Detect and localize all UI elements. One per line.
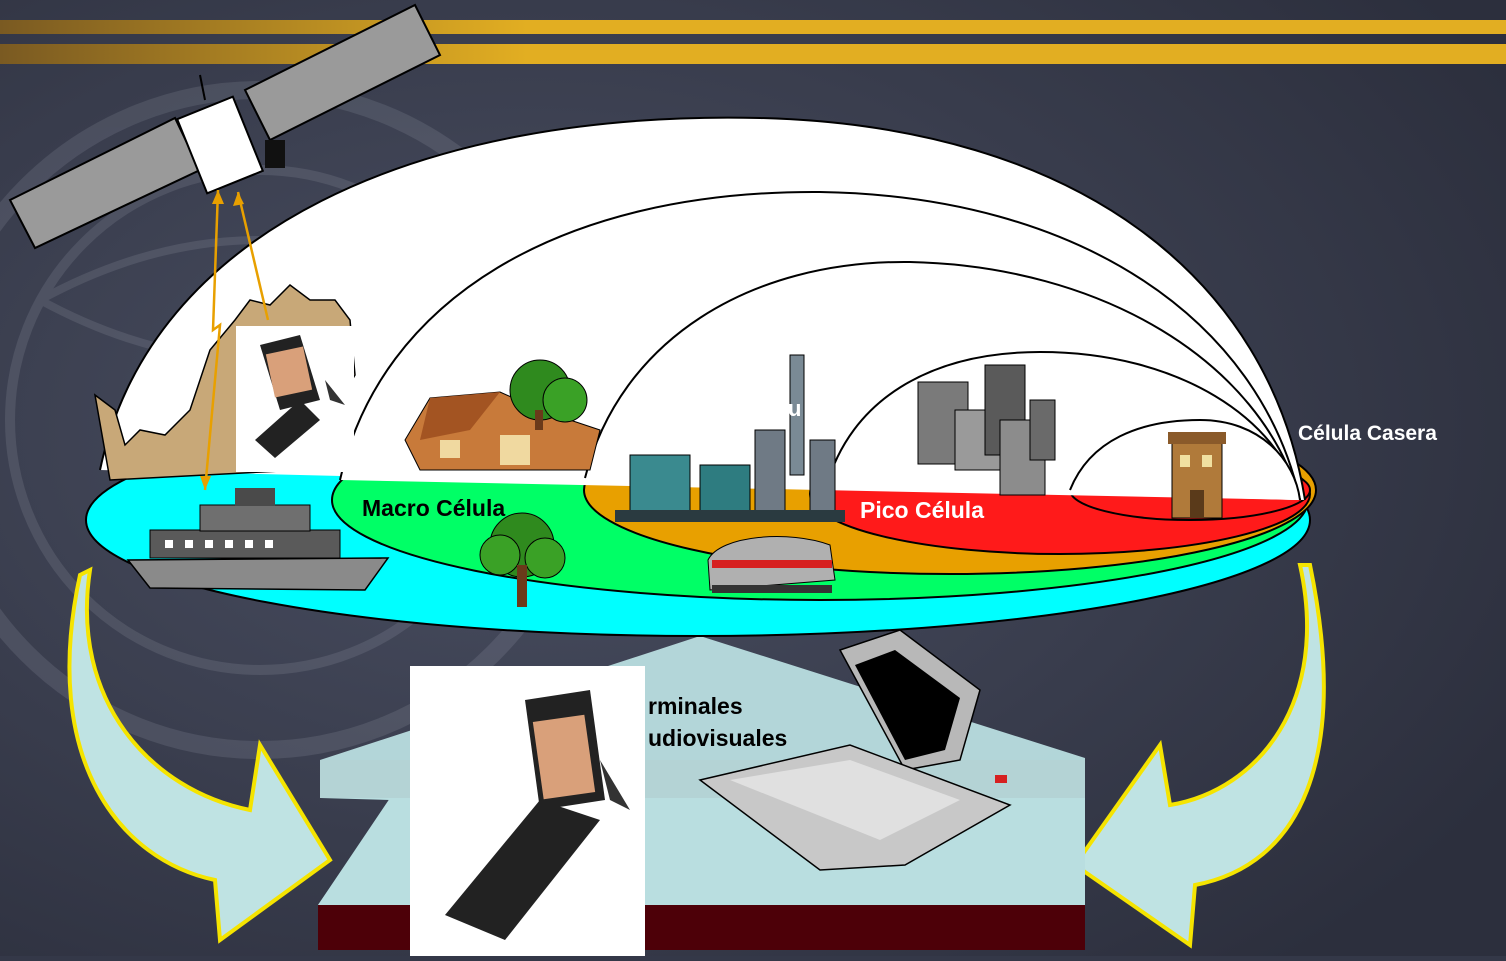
small-house-icon [1168,432,1226,518]
phone-icon [236,326,354,472]
top-band-lower [0,44,1506,64]
terminals-label-line1: rminales [648,693,743,719]
pico-cell-label: Pico Célula [860,497,984,523]
macro-cell-label: Macro Célula [362,495,505,521]
top-band [0,20,1506,34]
micro-cell-partial-label: u [788,396,801,421]
terminals-label-line2: udiovisuales [648,725,787,751]
home-cell-label: Célula Casera [1298,422,1437,445]
phone-icon [410,666,645,956]
